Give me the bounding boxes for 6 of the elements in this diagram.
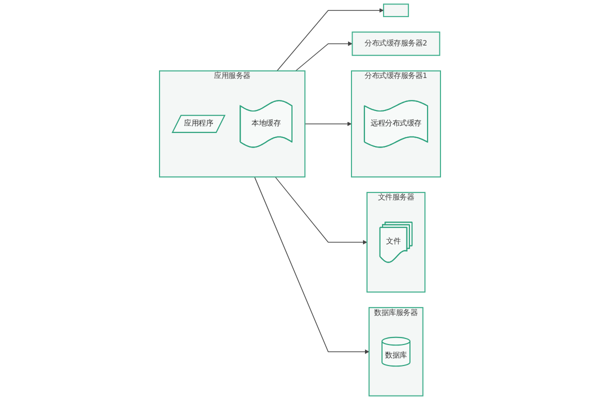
arrow xyxy=(304,122,352,126)
arrow xyxy=(254,176,370,354)
node-box xyxy=(383,4,409,18)
arrow xyxy=(274,176,368,245)
arrow xyxy=(276,8,384,72)
arrow xyxy=(295,41,352,72)
